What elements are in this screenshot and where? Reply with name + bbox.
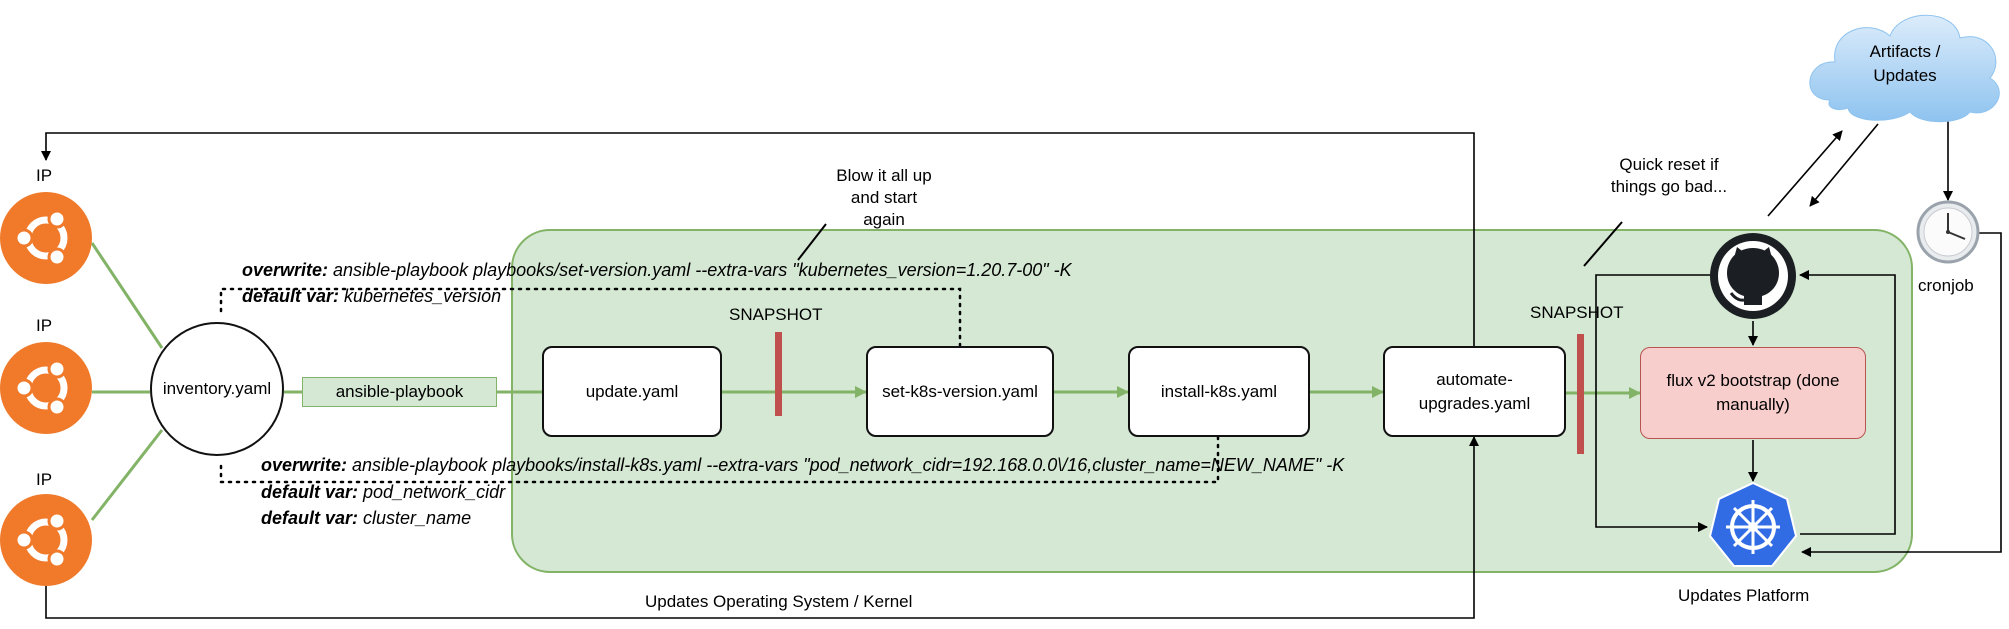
host-ip-label: IP bbox=[36, 470, 53, 489]
snapshot-bar-1 bbox=[775, 332, 782, 416]
update-node[interactable]: update.yaml bbox=[542, 346, 722, 437]
host-link-3 bbox=[90, 429, 164, 521]
host-ip-label: IP bbox=[36, 316, 53, 335]
artifacts-to-github bbox=[1809, 123, 1879, 207]
os-update-loop-top bbox=[41, 132, 1475, 346]
host-link-1 bbox=[90, 242, 164, 349]
platform-loop-right bbox=[1799, 270, 1896, 535]
ubuntu-icon bbox=[0, 342, 92, 434]
snapshot-bar-2 bbox=[1577, 334, 1584, 454]
artifacts-label: Artifacts / Updates bbox=[1869, 42, 1941, 85]
top-overwrite-cmd: overwrite: ansible-playbook playbooks/se… bbox=[242, 260, 1072, 280]
blow-note-pointer bbox=[797, 223, 827, 261]
github-icon bbox=[1710, 233, 1796, 319]
snapshot-label: SNAPSHOT bbox=[1530, 303, 1624, 322]
kubernetes-icon bbox=[1708, 481, 1798, 567]
top-default-var: default var: kubernetes_version bbox=[242, 286, 502, 306]
ubuntu-icon bbox=[0, 494, 92, 586]
cronjob-to-k8s bbox=[1801, 232, 2002, 557]
artifacts-cloud bbox=[1809, 14, 2000, 123]
host-ip-label: IP bbox=[36, 166, 53, 185]
reset-note-pointer bbox=[1583, 221, 1623, 267]
ubuntu-icon bbox=[0, 192, 92, 284]
bottom-cmd-leader bbox=[219, 435, 1220, 484]
inventory-node[interactable]: inventory.yaml bbox=[150, 322, 284, 456]
bottom-default-var-1: default var: pod_network_cidr bbox=[261, 482, 506, 502]
flux-bootstrap-node[interactable]: flux v2 bootstrap (done manually) bbox=[1640, 347, 1866, 439]
snapshot-label: SNAPSHOT bbox=[729, 305, 823, 324]
bottom-default-var-2: default var: cluster_name bbox=[261, 508, 472, 528]
quick-reset-note: Quick reset if things go bad... bbox=[1610, 155, 1728, 196]
updates-os-caption: Updates Operating System / Kernel bbox=[645, 592, 913, 611]
os-update-loop-bottom bbox=[45, 436, 1479, 619]
set-version-node[interactable]: set-k8s-version.yaml bbox=[866, 346, 1054, 437]
automate-upgrades-node[interactable]: automate-upgrades.yaml bbox=[1383, 346, 1566, 437]
platform-loop-left bbox=[1595, 274, 1716, 532]
updates-platform-caption: Updates Platform bbox=[1678, 586, 1810, 605]
cronjob-label: cronjob bbox=[1918, 276, 1974, 295]
top-cmd-leader bbox=[219, 287, 962, 348]
clock-icon bbox=[1916, 200, 1980, 264]
github-to-artifacts bbox=[1767, 130, 1843, 217]
blow-up-note: Blow it all up and start again bbox=[836, 166, 932, 229]
bottom-overwrite-cmd: overwrite: ansible-playbook playbooks/in… bbox=[261, 455, 1345, 475]
install-k8s-node[interactable]: install-k8s.yaml bbox=[1128, 346, 1310, 437]
ansible-playbook-node[interactable]: ansible-playbook bbox=[302, 377, 497, 407]
